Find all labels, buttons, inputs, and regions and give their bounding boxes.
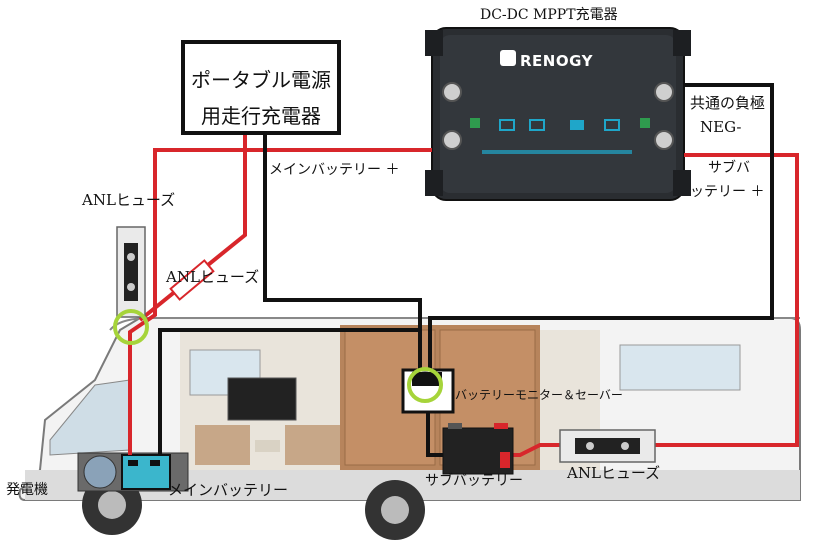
terminal-top-right	[654, 82, 674, 102]
battery-monitor-unit	[412, 372, 442, 386]
portable-charger-line1: ポータブル電源	[191, 68, 331, 92]
portable-charger-box: ポータブル電源 用走行充電器	[181, 40, 341, 135]
charger-title: DC-DC MPPT充電器	[480, 7, 618, 23]
anl-fuse-inline	[169, 259, 215, 301]
sub-battery-unit	[442, 423, 514, 475]
label-anl-fuse-diagonal: ANLヒューズ	[166, 268, 260, 286]
highlight-ring-monitor	[407, 367, 443, 403]
label-anl-fuse-bottom: ANLヒューズ	[567, 464, 661, 482]
brand-logo-text: RENOGY	[520, 52, 593, 70]
terminal-bottom-right	[654, 130, 674, 150]
wire-sub-positive-link	[508, 443, 560, 457]
label-main-battery: メインバッテリー	[168, 481, 289, 499]
main-battery-unit	[121, 454, 171, 490]
wire-sub-positive	[650, 153, 799, 447]
wire-common-negative	[428, 83, 774, 370]
label-anl-fuse-top: ANLヒューズ	[82, 191, 176, 209]
label-battery-monitor: バッテリーモニター＆セーバー	[455, 388, 623, 402]
status-icon-3	[570, 120, 584, 130]
portable-charger-line2: 用走行充電器	[201, 104, 321, 128]
label-generator: 発電機	[6, 482, 48, 498]
label-sub-battery-plus-line2: ッテリー ＋	[690, 184, 765, 200]
camper-van	[18, 317, 801, 540]
dcdc-charger	[425, 27, 691, 201]
label-sub-battery-plus-line1: サブバ	[708, 160, 750, 176]
label-common-neg-line1: 共通の負極	[690, 94, 766, 112]
highlight-ring-fuse	[113, 309, 149, 345]
renogy-logo-icon	[500, 50, 516, 66]
wire-main-negative	[158, 328, 420, 455]
label-common-neg-line2: NEG-	[700, 118, 742, 136]
wire-main-positive	[128, 148, 432, 455]
label-main-battery-plus: メインバッテリー ＋	[269, 162, 400, 178]
tv-screen	[227, 377, 297, 421]
label-sub-battery: サブバッテリー	[425, 473, 523, 489]
wire-monitor-negative	[426, 412, 445, 457]
wire-portable-negative	[263, 135, 422, 370]
terminal-top-left	[442, 82, 462, 102]
anl-fuse-vertical	[116, 226, 146, 318]
generator-unit	[83, 455, 117, 489]
status-icon-1	[499, 119, 515, 131]
van-window-2	[619, 344, 741, 391]
status-icon-4	[604, 119, 620, 131]
status-icon-2	[529, 119, 545, 131]
anl-fuse-horizontal	[559, 429, 656, 463]
terminal-bottom-left	[442, 130, 462, 150]
